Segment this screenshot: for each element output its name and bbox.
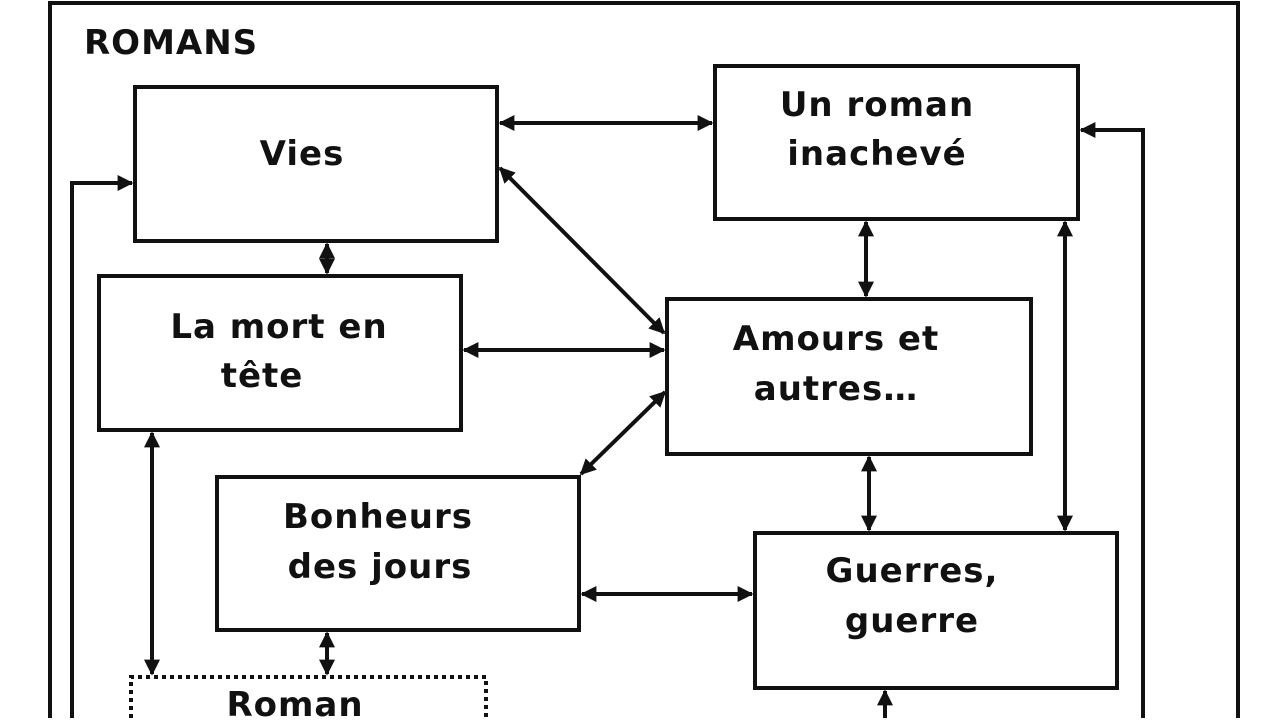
edge-right-loop — [1079, 122, 1145, 718]
node-roman: Roman — [129, 675, 488, 720]
connectors — [70, 115, 1145, 718]
node-label: des jours — [288, 547, 473, 587]
node-label: La mort en — [170, 307, 387, 347]
node-amours-et-autres: Amours et autres… — [665, 297, 1033, 456]
node-label: Amours et — [733, 319, 939, 359]
node-un-roman-inacheve: Un roman inachevé — [713, 64, 1080, 221]
node-label: Vies — [260, 134, 345, 174]
node-label: Roman — [226, 685, 363, 720]
outer-frame — [48, 1, 1240, 718]
node-guerres-guerre: Guerres, guerre — [753, 531, 1119, 690]
edge-bonheurs-amours — [579, 390, 667, 476]
edge-left-loop — [70, 175, 134, 718]
node-label: inachevé — [787, 134, 966, 174]
edge-vies-amours — [498, 166, 666, 335]
node-label: Un roman — [780, 85, 974, 125]
node-label: guerre — [845, 601, 979, 641]
node-label: tête — [221, 356, 304, 396]
node-vies: Vies — [133, 85, 499, 243]
node-bonheurs-des-jours: Bonheurs des jours — [215, 475, 581, 632]
node-label: Guerres, — [826, 551, 999, 591]
section-title: ROMANS — [84, 23, 258, 63]
node-label: autres… — [754, 369, 918, 409]
node-label: Bonheurs — [283, 497, 473, 537]
node-la-mort-en-tete: La mort en tête — [97, 274, 463, 432]
